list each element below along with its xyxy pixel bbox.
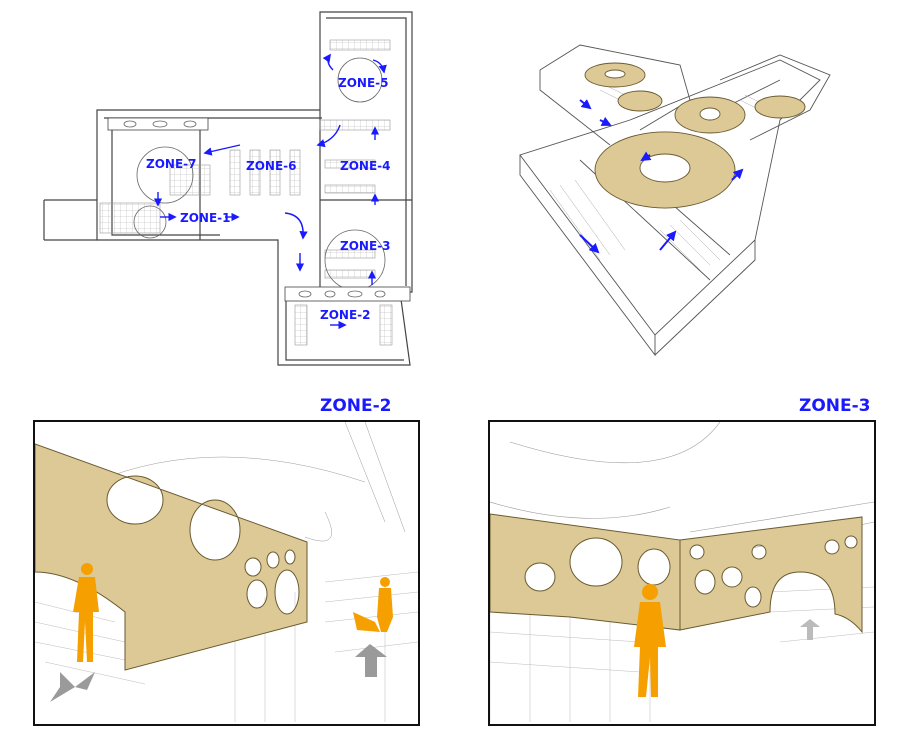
- plan-circles: [107, 57, 411, 302]
- zone-3-perspective: [488, 420, 876, 726]
- floor-plan-drawing: ZONE-1 ZONE-2 ZONE-3 ZONE-4 ZONE-5 ZONE-…: [43, 11, 413, 366]
- zone-2-perspective: [33, 420, 420, 726]
- zone-2-ceiling: [94, 422, 406, 542]
- zone-3-left-panel: [490, 513, 681, 631]
- zone-3-figures: [634, 584, 666, 697]
- zone-3-label: ZONE-3: [340, 239, 390, 253]
- zone-3-view-title: ZONE-3: [799, 396, 871, 416]
- zone-3-right-panel: [679, 516, 863, 634]
- zone-6-label: ZONE-6: [246, 159, 296, 173]
- zone-2-view-title: ZONE-2: [320, 396, 392, 416]
- zone-2-direction-arrows: [50, 644, 387, 702]
- zone-5-label: ZONE-5: [338, 76, 388, 90]
- zone-3-shelving: [490, 572, 874, 722]
- iso-ring-panels: [584, 62, 806, 209]
- zone-1-label: ZONE-1: [180, 211, 230, 225]
- zone-2-figures: [73, 563, 393, 662]
- iso-flow-arrows: [579, 99, 744, 254]
- floor-plan: ZONE-1 ZONE-2 ZONE-3 ZONE-4 ZONE-5 ZONE-…: [0, 0, 440, 380]
- plan-flow-arrows: [153, 53, 387, 330]
- zone-3-direction-arrow: [800, 619, 820, 640]
- zone-3-drawing: [490, 422, 874, 722]
- isometric-view: [480, 0, 898, 380]
- zone-4-label: ZONE-4: [340, 159, 390, 173]
- plan-shelving: [99, 39, 393, 346]
- isometric-drawing: [519, 44, 831, 357]
- zone-7-label: ZONE-7: [146, 157, 196, 171]
- zone-2-drawing: [35, 422, 418, 722]
- zone-2-cutout-panel: [35, 443, 308, 671]
- zone-2-label: ZONE-2: [320, 308, 370, 322]
